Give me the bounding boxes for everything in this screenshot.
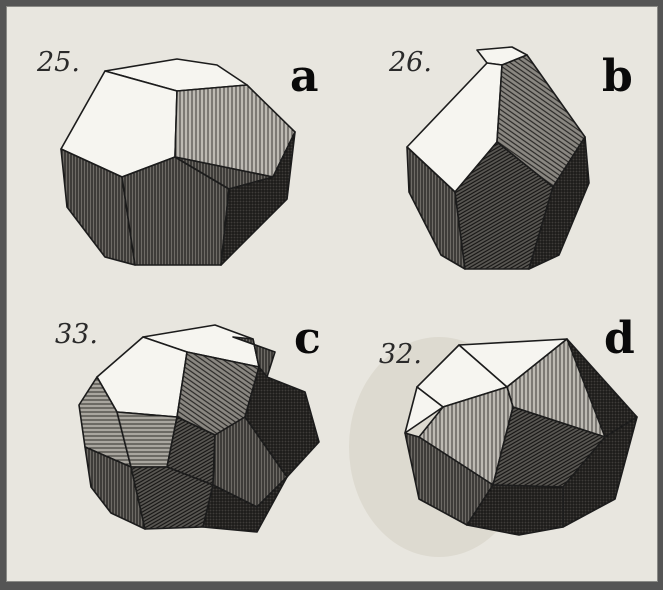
panel-label-a: a [290, 51, 319, 102]
polyhedron-c [78, 324, 320, 533]
engraving-plate: 25. a 26. b 33. c 32. d [6, 6, 658, 582]
figure-number-d: 32. [379, 339, 422, 370]
panel-label-b: b [602, 51, 633, 102]
figure-number-b: 26. [389, 47, 432, 78]
polyhedron-b [406, 46, 590, 270]
figure-number-a: 25. [37, 47, 80, 78]
panel-label-d: d [604, 313, 635, 364]
figure-number-c: 33. [55, 319, 98, 350]
polyhedron-d [404, 338, 638, 536]
panel-label-c: c [294, 313, 321, 364]
polyhedra-drawings [60, 46, 638, 557]
polyhedron-a [60, 58, 296, 266]
